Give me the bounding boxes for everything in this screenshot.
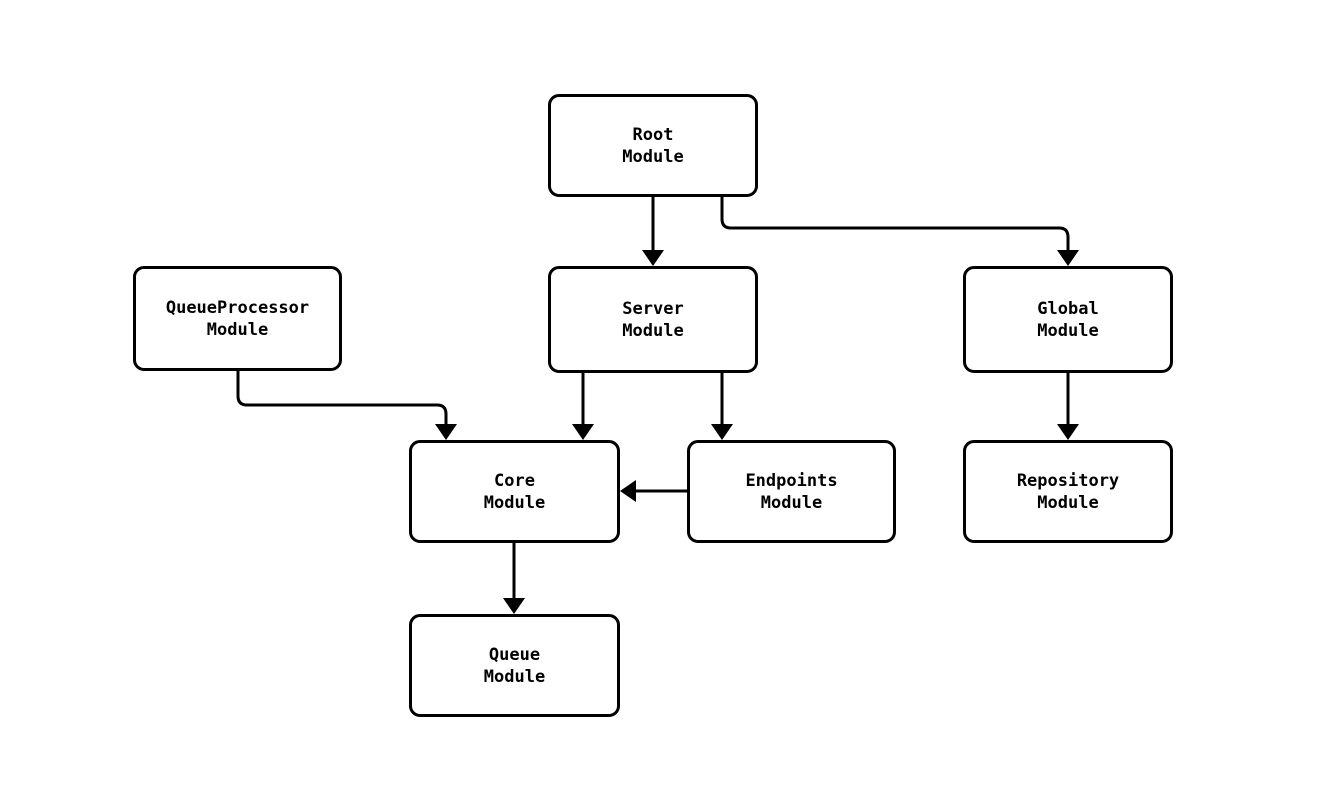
node-queueprocessor[interactable]: QueueProcessor Module [133, 266, 342, 371]
node-endpoints[interactable]: Endpoints Module [687, 440, 896, 543]
arrowhead [572, 424, 594, 440]
arrowhead [503, 598, 525, 614]
node-repository-label: Repository Module [1016, 470, 1120, 513]
node-server-label: Server Module [622, 298, 684, 341]
edge-queueprocessor-to-core [236, 371, 457, 440]
edge-endpoints-to-core [620, 480, 687, 502]
edge-server-to-endpoints [711, 373, 733, 440]
node-repository[interactable]: Repository Module [963, 440, 1173, 543]
node-global[interactable]: Global Module [963, 266, 1173, 373]
node-queue-label: Queue Module [483, 644, 546, 687]
node-global-label: Global Module [1037, 298, 1099, 341]
arrowhead [1057, 250, 1079, 266]
node-server[interactable]: Server Module [548, 266, 758, 373]
edge-server-to-core [572, 373, 594, 440]
node-endpoints-label: Endpoints Module [745, 470, 838, 513]
node-queueprocessor-label: QueueProcessor Module [165, 297, 310, 340]
edge-core-to-queue [503, 543, 525, 614]
arrowhead [435, 424, 457, 440]
arrowhead [711, 424, 733, 440]
node-root[interactable]: Root Module [548, 94, 758, 197]
edge-root-to-server [642, 197, 664, 266]
edge-global-to-repository [1057, 373, 1079, 440]
node-core[interactable]: Core Module [409, 440, 620, 543]
node-queue[interactable]: Queue Module [409, 614, 620, 717]
node-root-label: Root Module [622, 124, 684, 167]
arrowhead [620, 480, 636, 502]
node-core-label: Core Module [483, 470, 546, 513]
arrowhead [1057, 424, 1079, 440]
arrowhead [642, 250, 664, 266]
edge-root-to-global [720, 197, 1079, 266]
